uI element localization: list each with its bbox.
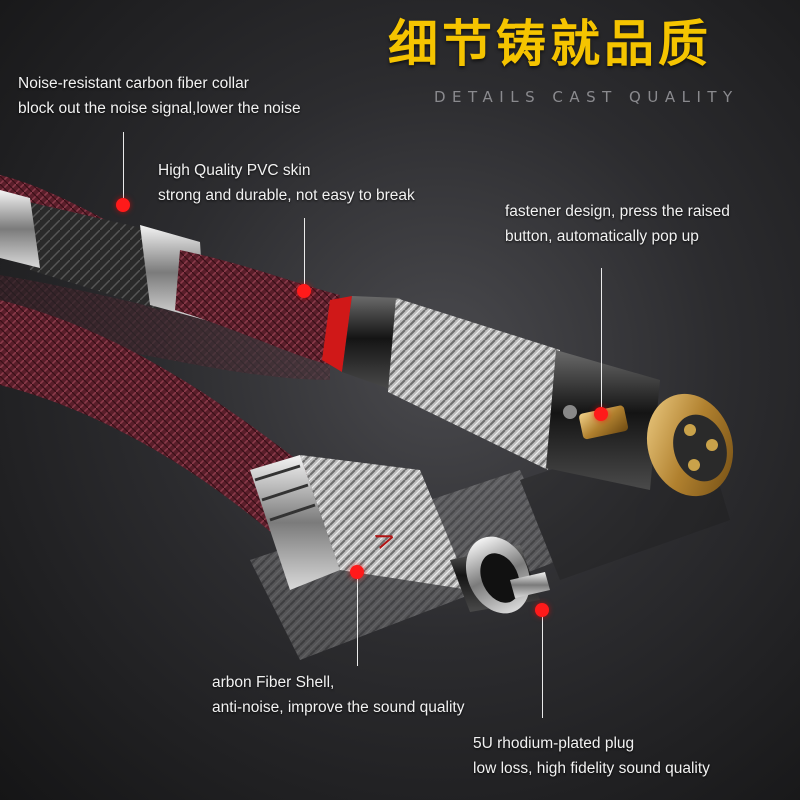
callout-skin-line1: High Quality PVC skin xyxy=(158,162,311,179)
marker-collar xyxy=(116,198,130,212)
lower-cable xyxy=(0,300,310,540)
callout-plug: 5U rhodium-plated plug low loss, high fi… xyxy=(473,731,710,781)
callout-collar-line1: Noise-resistant carbon fiber collar xyxy=(18,75,249,92)
callout-skin: High Quality PVC skin strong and durable… xyxy=(158,158,415,208)
callout-shell-line1: arbon Fiber Shell, xyxy=(212,674,335,691)
page-title: 细节铸就品质 xyxy=(388,15,712,73)
marker-shell xyxy=(350,565,364,579)
callout-collar-line2: block out the noise signal,lower the noi… xyxy=(18,100,301,117)
marker-skin xyxy=(297,284,311,298)
leader-collar xyxy=(123,132,124,205)
xlr-connector xyxy=(322,296,734,497)
leader-shell xyxy=(357,572,358,666)
upper-plug xyxy=(0,190,205,320)
leader-skin xyxy=(304,218,305,291)
callout-fastener: fastener design, press the raised button… xyxy=(505,199,730,249)
marker-plug xyxy=(535,603,549,617)
callout-shell-line2: anti-noise, improve the sound quality xyxy=(212,699,465,716)
leader-plug xyxy=(542,610,543,718)
marker-fastener xyxy=(594,407,608,421)
callout-fastener-line2: button, automatically pop up xyxy=(505,228,699,245)
callout-collar: Noise-resistant carbon fiber collar bloc… xyxy=(18,71,301,121)
rca-connector: ᐱ xyxy=(250,455,550,614)
main-cable xyxy=(175,250,340,365)
leader-fastener xyxy=(601,268,602,414)
callout-plug-line2: low loss, high fidelity sound quality xyxy=(473,760,710,777)
callout-plug-line1: 5U rhodium-plated plug xyxy=(473,735,635,752)
callout-fastener-line1: fastener design, press the raised xyxy=(505,203,730,220)
callout-shell: arbon Fiber Shell, anti-noise, improve t… xyxy=(212,670,464,720)
callout-skin-line2: strong and durable, not easy to break xyxy=(158,187,415,204)
page-subtitle: DETAILS CAST QUALITY xyxy=(434,88,739,106)
